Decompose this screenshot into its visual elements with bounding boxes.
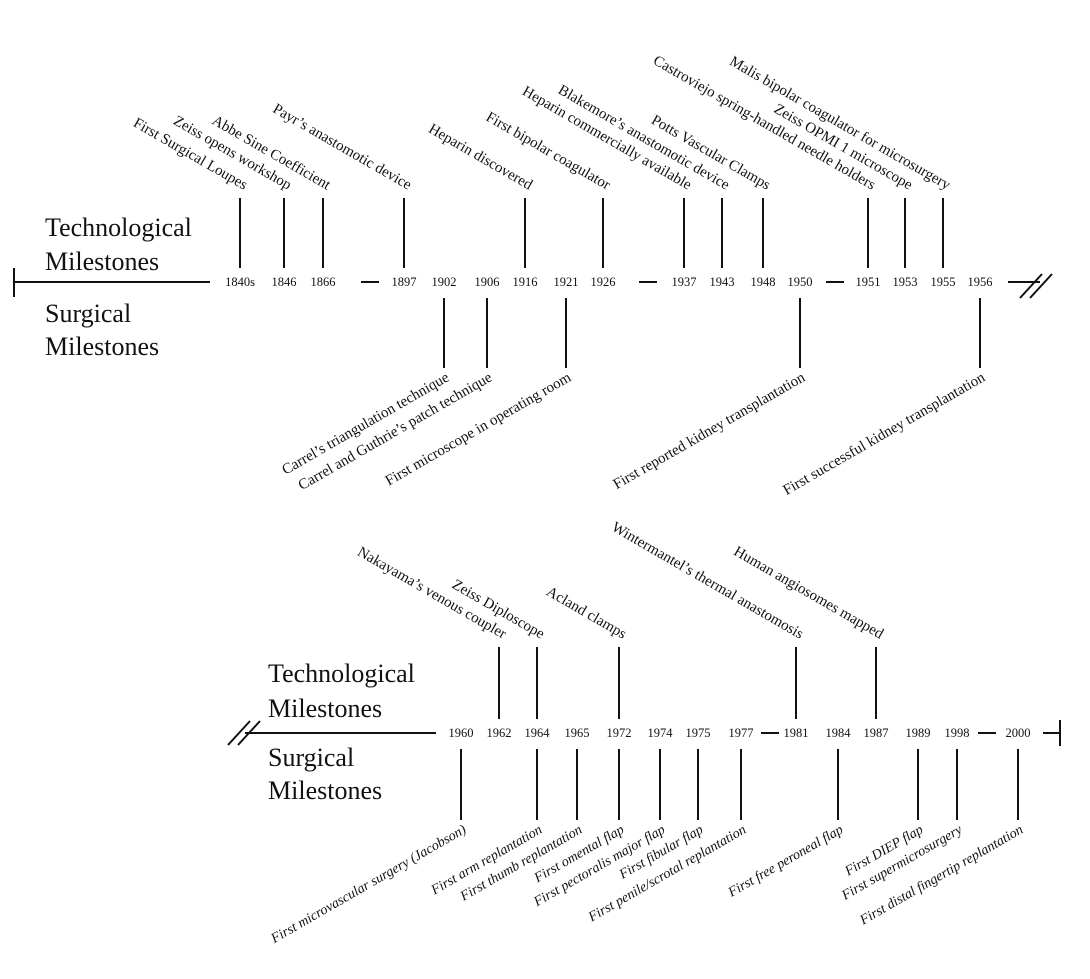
year-label: 1972 [607, 726, 632, 740]
year-label: 1897 [392, 275, 417, 289]
year-label: 1960 [449, 726, 474, 740]
year-label: 1937 [672, 275, 697, 289]
year-label: 1926 [591, 275, 616, 289]
year-label: 1962 [487, 726, 512, 740]
year-label: 1921 [554, 275, 579, 289]
year-label: 1955 [931, 275, 956, 289]
surgical-heading-line2: Milestones [268, 776, 382, 805]
year-label: 1950 [788, 275, 813, 289]
year-label: 1981 [784, 726, 809, 740]
axis-break-icon [1019, 273, 1043, 299]
year-label: 1984 [826, 726, 852, 740]
year-label: 1902 [432, 275, 457, 289]
year-label: 1943 [710, 275, 735, 289]
year-label: 1977 [729, 726, 754, 740]
year-label: 1866 [311, 275, 336, 289]
tech-milestone-label: Human angiosomes mapped [731, 544, 887, 643]
year-label: 1951 [856, 275, 881, 289]
surgical-milestone-label: First reported kidney transplantation [611, 369, 809, 492]
year-label: 1975 [686, 726, 711, 740]
year-label: 1840s [225, 275, 255, 289]
year-label: 1987 [864, 726, 889, 740]
tech-milestone-label: Acland clamps [543, 584, 629, 643]
axis-break-icon [1029, 273, 1053, 299]
year-label: 1953 [893, 275, 918, 289]
year-label: 1846 [272, 275, 297, 289]
surgical-heading-line1: Surgical [45, 299, 131, 328]
year-label: 1906 [475, 275, 500, 289]
surgical-milestone-label: First successful kidney transplantation [780, 369, 988, 498]
year-label: 1998 [945, 726, 970, 740]
tech-heading-line2: Milestones [45, 247, 159, 276]
year-label: 1989 [906, 726, 931, 740]
year-label: 1916 [513, 275, 538, 289]
year-label: 1974 [648, 726, 674, 740]
year-label: 1948 [751, 275, 776, 289]
year-label: 1965 [565, 726, 590, 740]
year-label: 2000 [1006, 726, 1031, 740]
year-label: 1956 [968, 275, 993, 289]
year-label: 1964 [525, 726, 551, 740]
surgical-heading-line2: Milestones [45, 332, 159, 361]
surgical-heading-line1: Surgical [268, 743, 354, 772]
tech-heading-line1: Technological [268, 659, 415, 688]
axis-break-icon [227, 720, 251, 746]
tech-heading-line2: Milestones [268, 694, 382, 723]
tech-heading-line1: Technological [45, 213, 192, 242]
